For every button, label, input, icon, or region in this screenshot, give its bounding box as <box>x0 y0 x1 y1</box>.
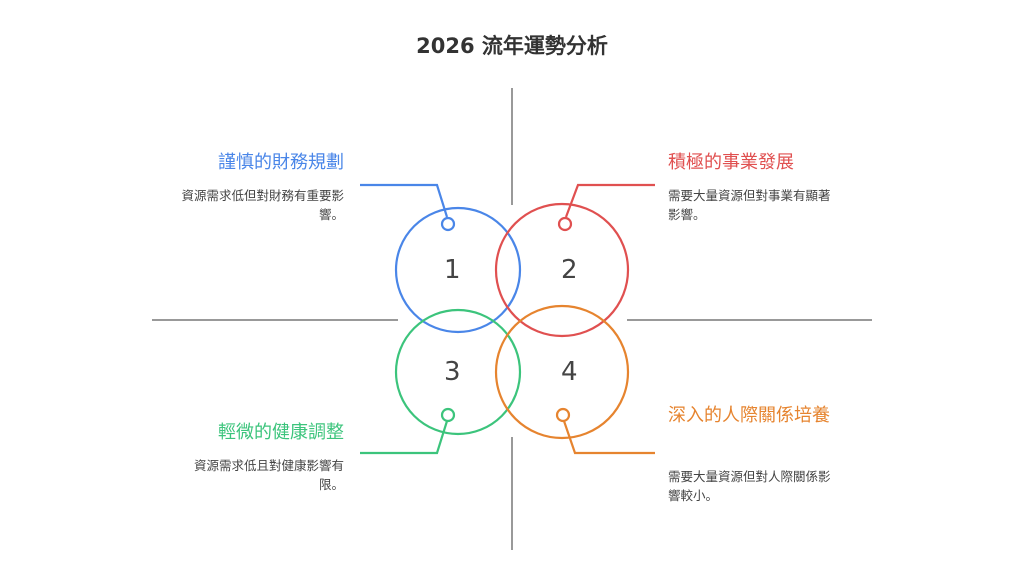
quadrant-1-desc: 資源需求低但對財務有重要影響。 <box>181 188 344 222</box>
quadrant-2-desc: 需要大量資源但對事業有顯著影響。 <box>668 188 831 222</box>
quadrant-4-desc: 需要大量資源但對人際關係影響較小。 <box>668 469 831 503</box>
quadrant-1-title: 謹慎的財務規劃 <box>218 152 344 173</box>
circle-2 <box>494 202 630 338</box>
connector-2 <box>564 183 655 218</box>
circle-3 <box>394 308 522 436</box>
quadrant-3-title: 輕微的健康調整 <box>218 422 344 443</box>
connector-4 <box>562 420 655 455</box>
number-1: 1 <box>444 255 461 285</box>
page-title: 2026 流年運勢分析 <box>416 34 608 58</box>
connector-3 <box>360 420 449 455</box>
quadrant-3-desc: 資源需求低且對健康影響有限。 <box>193 458 344 492</box>
quadrant-2-title: 積極的事業發展 <box>668 152 794 173</box>
number-2: 2 <box>561 255 578 285</box>
circle-4 <box>494 304 630 440</box>
quadrant-4-title: 深入的人際關係培養 <box>668 405 830 426</box>
connector-1 <box>360 183 449 218</box>
circle-1 <box>394 206 522 334</box>
number-3: 3 <box>444 357 461 387</box>
number-4: 4 <box>561 357 578 387</box>
